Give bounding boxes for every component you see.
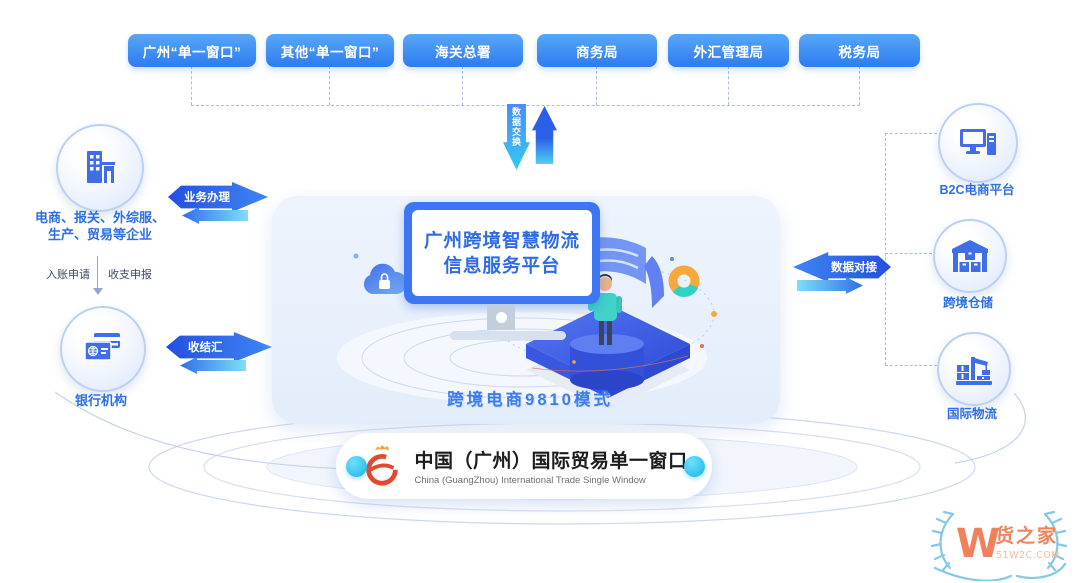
monitor-screen: 广州跨境智慧物流 信息服务平台 [412,210,592,296]
agency-label: 税务局 [838,44,881,60]
connector-line [885,133,886,365]
arrow-left-icon [180,357,246,374]
arrow-left-icon: 数据对接 [793,252,891,282]
enterprises-node [56,124,144,212]
arrow-up-icon [532,106,557,164]
agency-button-guangzhou-single-window[interactable]: 广州“单一窗口” [128,34,256,67]
buildings-icon [87,151,115,183]
person-figure [588,274,622,345]
warehouse-node [933,219,1007,293]
connector-line [885,133,937,134]
bank-cards-icon [84,333,120,361]
account-request-label: 入账申请 [46,269,90,281]
agency-label: 海关总署 [435,44,491,60]
agency-button-other-single-window[interactable]: 其他“单一窗口” [266,34,394,67]
data-connection-label: 数据对接 [831,262,877,274]
arrow-right-icon [797,277,863,294]
arrow-down-icon [93,288,103,295]
watermark-letter: W [956,521,1000,567]
connector-line [191,66,192,105]
connector-line [885,365,937,366]
connector-line [728,66,729,105]
agency-label: 广州“单一窗口” [142,44,242,60]
banner-title: 中国（广州）国际贸易单一窗口 [414,451,688,472]
b2c-ecommerce-label: B2C电商平台 [939,183,1015,197]
business-handling-label: 业务办理 [184,192,230,204]
agency-button-commerce-bureau[interactable]: 商务局 [537,34,657,67]
watermark-domain: 51W2C.COM [996,550,1060,561]
podium [531,334,689,390]
agency-label: 外汇管理局 [693,44,764,60]
platform-title-line1: 广州跨境智慧物流 [423,230,580,251]
data-exchange-arrows: 数据交换 [503,104,557,170]
business-handling-arrows: 业务办理 [168,182,268,224]
b2c-ecommerce-node [938,103,1018,183]
watermark-brand: 货之家 [995,524,1058,547]
arrow-down-icon: 数据交换 [503,104,530,170]
arrow-right-icon: 收结汇 [166,332,272,362]
enterprises-label: 电商、报关、外综服、 生产、贸易等企业 [34,210,165,242]
logistics-node [937,332,1011,406]
monitor-tower-icon [960,129,996,155]
agency-label: 其他“单一窗口” [280,44,380,60]
banner-left-dot [346,456,367,477]
warehouse-icon [952,240,988,272]
settlement-arrows: 收结汇 [166,332,272,374]
payment-flow-line [97,256,98,288]
agency-button-tax-bureau[interactable]: 税务局 [799,34,920,67]
platform-title-line2: 信息服务平台 [443,255,561,276]
bank-label: 银行机构 [74,393,127,408]
connector-line [329,66,330,105]
monitor-base [450,331,566,340]
mode-label: 跨境电商9810模式 [447,391,613,409]
single-window-logo [366,445,399,486]
logistics-label: 国际物流 [946,407,997,421]
bank-node [60,306,146,392]
platform-monitor: 广州跨境智慧物流 信息服务平台 [404,202,600,304]
agency-label: 商务局 [576,44,618,60]
laurel-wreath-icon [930,510,1068,581]
banner-right-dot [684,456,705,477]
data-connection-arrows: 数据对接 [793,252,891,294]
connector-line [859,66,860,105]
payment-declaration-label: 收支申报 [108,269,152,281]
crane-icon [956,357,992,385]
banner-subtitle: China (GuangZhou) International Trade Si… [414,475,646,486]
connector-line [596,66,597,105]
arrow-left-icon [182,207,248,224]
connector-line [462,66,463,105]
agency-button-forex-admin[interactable]: 外汇管理局 [668,34,789,67]
watermark-logo: W 货之家 51W2C.COM [930,510,1068,581]
monitor-stand [487,304,515,330]
arrow-right-icon: 业务办理 [168,182,268,212]
settlement-label: 收结汇 [188,342,223,354]
connector-line [885,253,932,254]
donut-ring [668,265,700,297]
cloud-lock-icon [363,263,408,294]
data-exchange-label: 数据交换 [511,107,521,147]
single-window-banner: 中国（广州）国际贸易单一窗口 China (GuangZhou) Interna… [336,433,712,499]
warehouse-label: 跨境仓储 [942,296,993,310]
agency-button-customs[interactable]: 海关总署 [403,34,523,67]
